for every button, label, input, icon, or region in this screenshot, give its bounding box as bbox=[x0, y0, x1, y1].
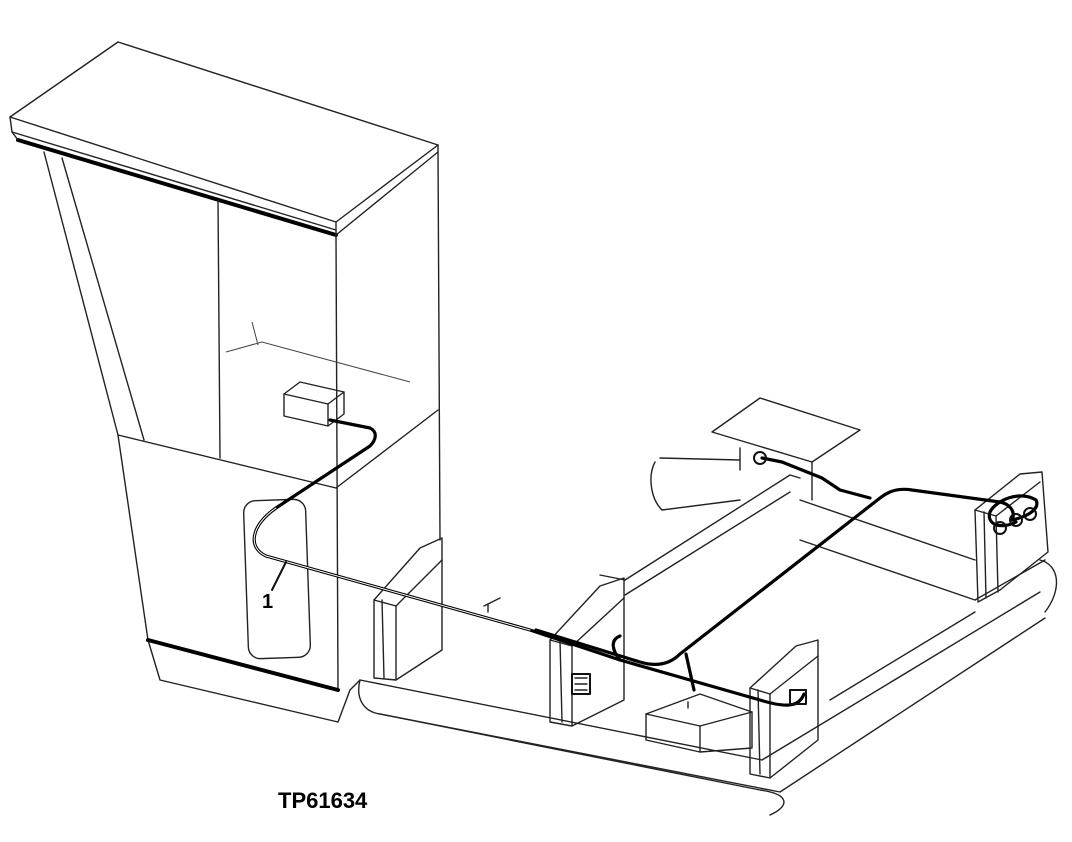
callout-number: 1 bbox=[262, 591, 273, 613]
middle-upright bbox=[549, 577, 625, 727]
operator-cab bbox=[9, 41, 441, 723]
wiring-harness bbox=[252, 418, 1039, 707]
figure-code: TP61634 bbox=[278, 788, 368, 813]
machine-frame bbox=[358, 397, 1058, 816]
right-front-upright bbox=[749, 639, 819, 779]
callout-1: 1 bbox=[262, 561, 287, 613]
left-upright bbox=[373, 537, 443, 681]
rear-right-upright bbox=[974, 471, 1049, 603]
